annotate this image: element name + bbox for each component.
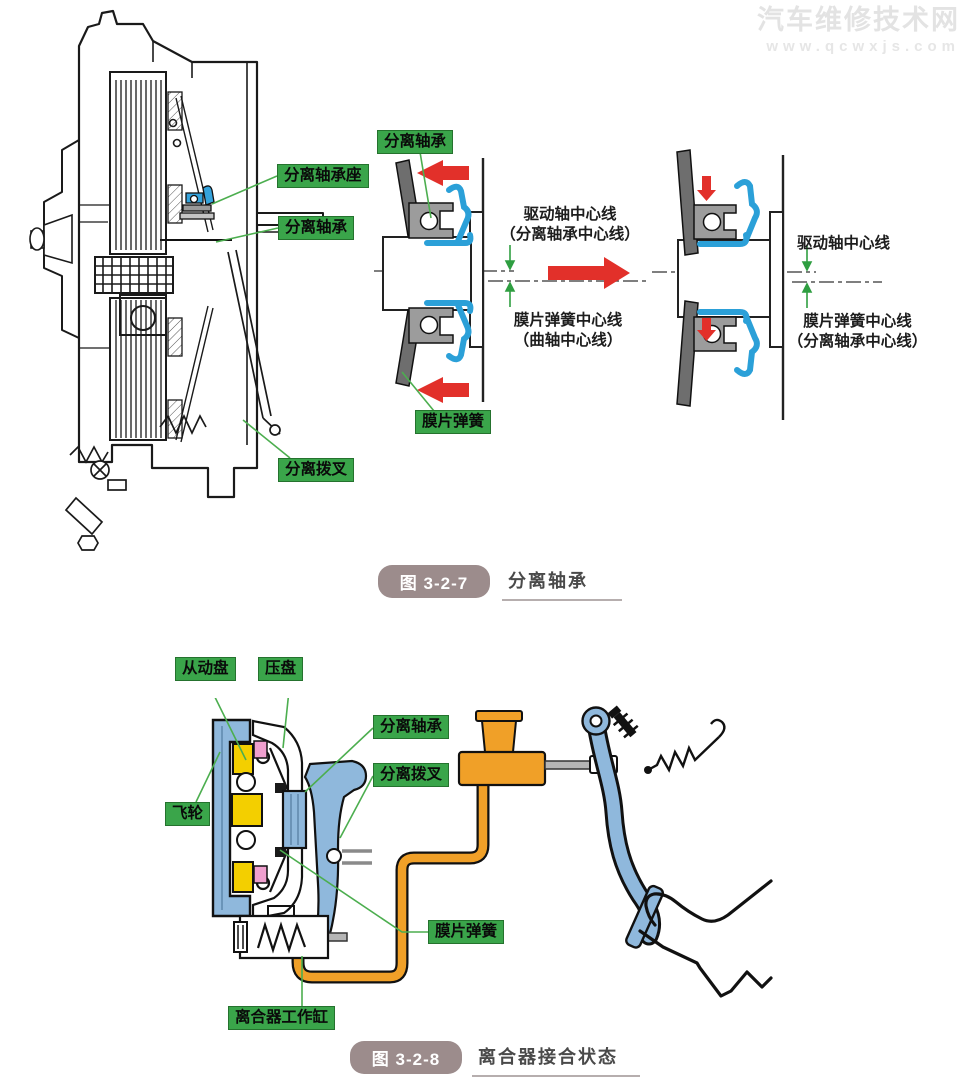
note-diaphragm-axis-right: 膜片弹簧中心线 （分离轴承中心线） (787, 313, 928, 351)
label-release-bearing-fig2: 分离轴承 (373, 715, 450, 739)
label-release-fork-fig1: 分离拨叉 (278, 458, 355, 482)
leader-lines-fig2 (195, 698, 428, 1006)
red-arrow-down-bottom (697, 318, 716, 341)
return-spring (647, 736, 720, 773)
spring-hook (710, 718, 726, 738)
figure2-badge: 图 3-2-8 (350, 1041, 462, 1074)
leader-lines-fig1 (211, 175, 291, 459)
note-drive-axis-right: 驱动轴中心线 (797, 235, 891, 252)
clutch-cross-section-drawing (29, 9, 324, 551)
clutch-pedal (581, 705, 726, 949)
label-release-bearing-seat: 分离轴承座 (277, 164, 369, 188)
master-cylinder (457, 710, 618, 787)
input-shaft (29, 213, 174, 336)
note-drive-axis-left: 驱动轴中心线 （分离轴承中心线） (500, 206, 640, 244)
label-release-fork-fig2: 分离拨叉 (373, 763, 450, 787)
pedal-bolt (607, 705, 639, 739)
offset-dimension-arrows (504, 245, 813, 308)
clutch-engaged-diagram (195, 698, 773, 1006)
label-flywheel: 飞轮 (165, 802, 211, 826)
release-bearing-and-fork (275, 759, 372, 953)
lower-linkage (64, 445, 127, 551)
figure1-title: 分离轴承 (502, 567, 622, 601)
label-diaphragm-spring-fig1: 膜片弹簧 (415, 410, 492, 434)
driver-foot-outline (638, 879, 773, 998)
slave-cylinder (233, 905, 348, 960)
figure2-title: 离合器接合状态 (472, 1043, 640, 1077)
hydraulic-pipe (293, 780, 488, 982)
label-driven-disc: 从动盘 (175, 657, 236, 681)
alignment-diagram-left (382, 158, 485, 403)
red-arrow-left-bottom (417, 377, 469, 403)
leader-lines-mid (401, 151, 435, 412)
bearing-alignment-diagrams (374, 149, 882, 420)
label-release-bearing-mid: 分离轴承 (377, 130, 454, 154)
red-arrow-down-top (697, 176, 716, 201)
clutch-disc-stack (80, 71, 214, 443)
site-watermark: 汽车维修技术网 www.qcwxjs.com (757, 5, 960, 55)
label-diaphragm-spring-fig2: 膜片弹簧 (428, 920, 505, 944)
housing-outline (43, 9, 324, 499)
watermark-title: 汽车维修技术网 (757, 5, 960, 35)
note-diaphragm-axis-left: 膜片弹簧中心线 （曲轴中心线） (513, 312, 623, 350)
clutch-disc (231, 740, 268, 893)
figure1-badge: 图 3-2-7 (378, 565, 490, 598)
watermark-url: www.qcwxjs.com (766, 37, 960, 55)
pushrod (544, 760, 594, 770)
release-bearing-highlight (160, 185, 232, 241)
label-slave-cylinder: 离合器工作缸 (228, 1006, 336, 1030)
release-fork-lines (159, 249, 281, 436)
label-release-bearing-left: 分离轴承 (278, 216, 355, 240)
red-arrow-right-big (548, 257, 630, 289)
alignment-diagram-right (677, 149, 785, 420)
label-pressure-plate: 压盘 (258, 657, 304, 681)
red-arrow-left-top (417, 160, 469, 186)
